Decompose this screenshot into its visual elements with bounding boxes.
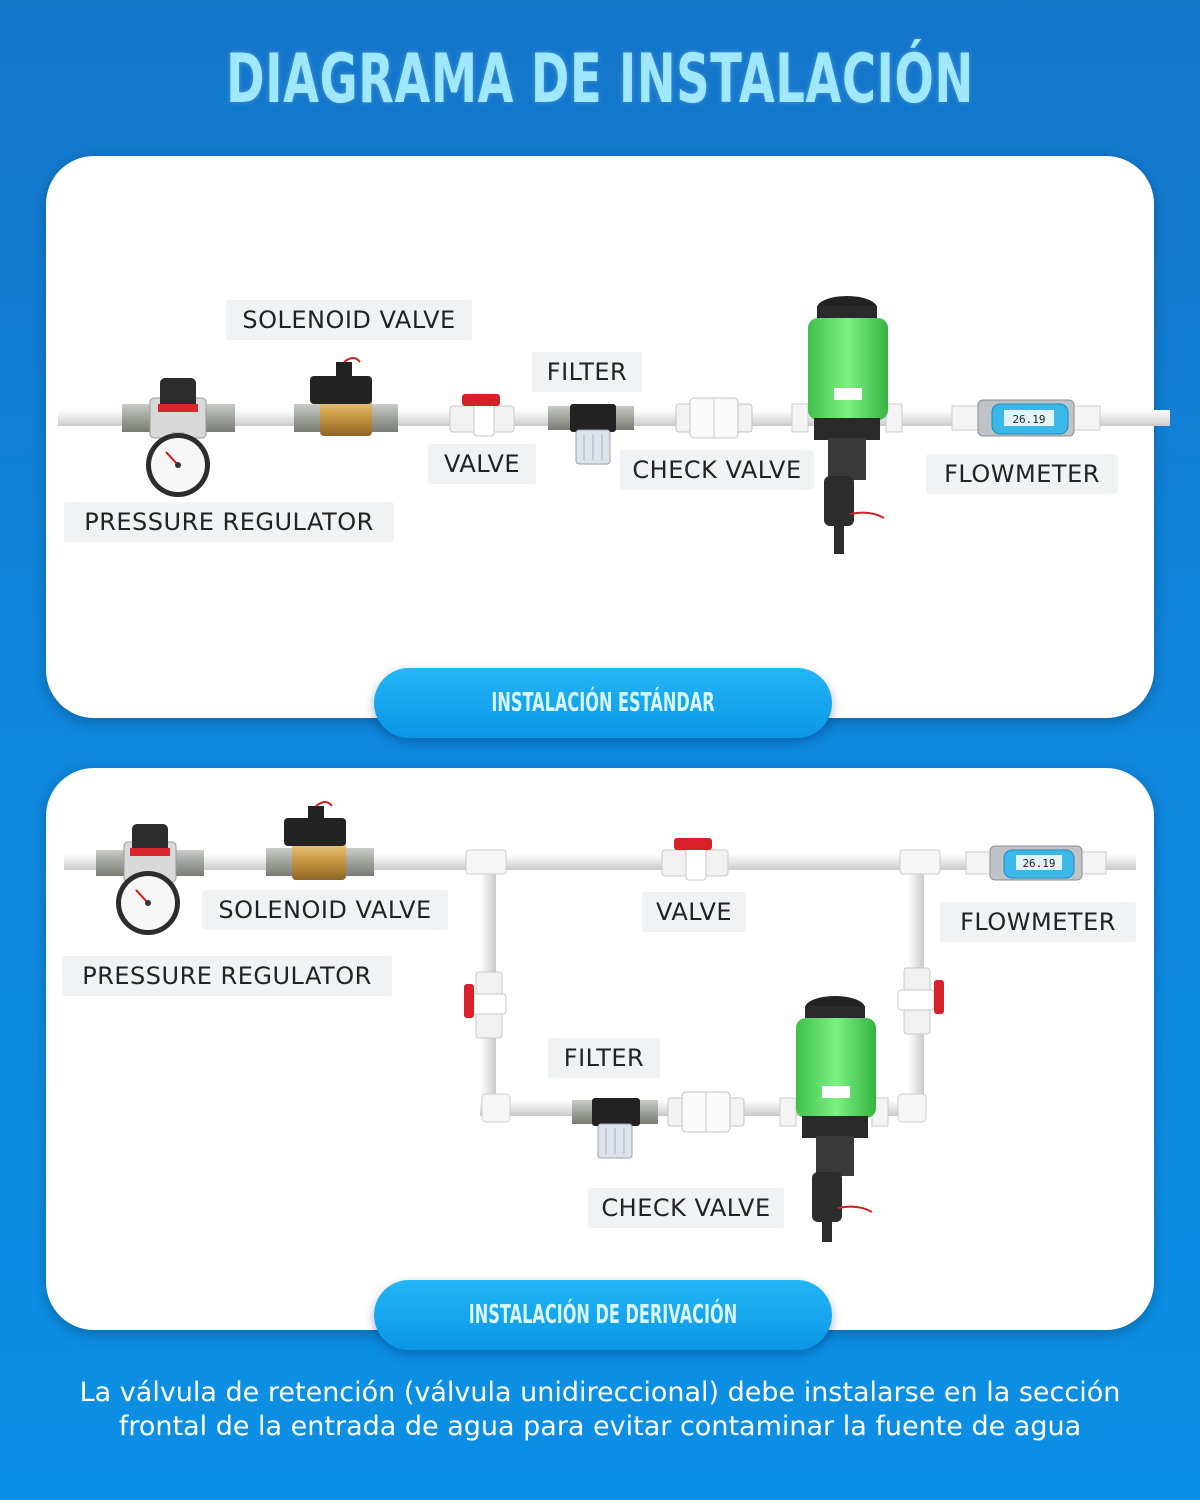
solenoid-valve-icon (294, 357, 398, 436)
flowmeter-display-readout: 26.19 (1022, 857, 1055, 870)
note-line-2: frontal de la entrada de agua para evita… (118, 1411, 1082, 1442)
left-riser-valve-icon (464, 971, 507, 1039)
ball-valve-icon (449, 394, 515, 437)
filter-icon (572, 1098, 658, 1159)
check-valve-icon (667, 1091, 745, 1133)
dosing-pump-icon (779, 996, 889, 1242)
bypass-caption-text: INSTALACIÓN DE DERIVACIÓN (468, 1300, 738, 1330)
solenoid-valve-icon (266, 801, 374, 880)
pressure-regulator-icon (122, 378, 235, 497)
note-line-1: La válvula de retención (válvula unidire… (79, 1377, 1121, 1408)
label-check-valve: CHECK VALVE (620, 450, 814, 490)
right-riser-valve-icon (897, 967, 944, 1035)
standard-caption-text: INSTALACIÓN ESTÁNDAR (491, 688, 715, 718)
label-valve: VALVE (642, 892, 746, 932)
label-pressure-regulator: PRESSURE REGULATOR (64, 502, 394, 542)
page-title: DIAGRAMA DE INSTALACIÓN (226, 40, 974, 119)
label-filter: FILTER (532, 352, 642, 392)
flowmeter-display-readout: 26.19 (1012, 413, 1045, 426)
ball-valve-icon (661, 838, 729, 881)
dosing-pump-icon (791, 296, 903, 554)
label-flowmeter: FLOWMETER (940, 902, 1136, 942)
flowmeter-icon: 26.19 (965, 845, 1107, 881)
label-solenoid-valve: SOLENOID VALVE (226, 300, 472, 340)
label-check-valve: CHECK VALVE (588, 1188, 784, 1228)
filter-icon (548, 404, 634, 465)
pressure-regulator-icon (96, 824, 204, 935)
label-valve: VALVE (428, 444, 536, 484)
label-flowmeter: FLOWMETER (926, 454, 1118, 494)
label-solenoid-valve: SOLENOID VALVE (202, 890, 448, 930)
bypass-installation-caption: INSTALACIÓN DE DERIVACIÓN (374, 1280, 832, 1350)
flowmeter-icon: 26.19 (951, 399, 1101, 437)
label-filter: FILTER (548, 1038, 660, 1078)
check-valve-icon (675, 397, 753, 439)
label-pressure-regulator: PRESSURE REGULATOR (62, 956, 392, 996)
standard-installation-caption: INSTALACIÓN ESTÁNDAR (374, 668, 832, 738)
